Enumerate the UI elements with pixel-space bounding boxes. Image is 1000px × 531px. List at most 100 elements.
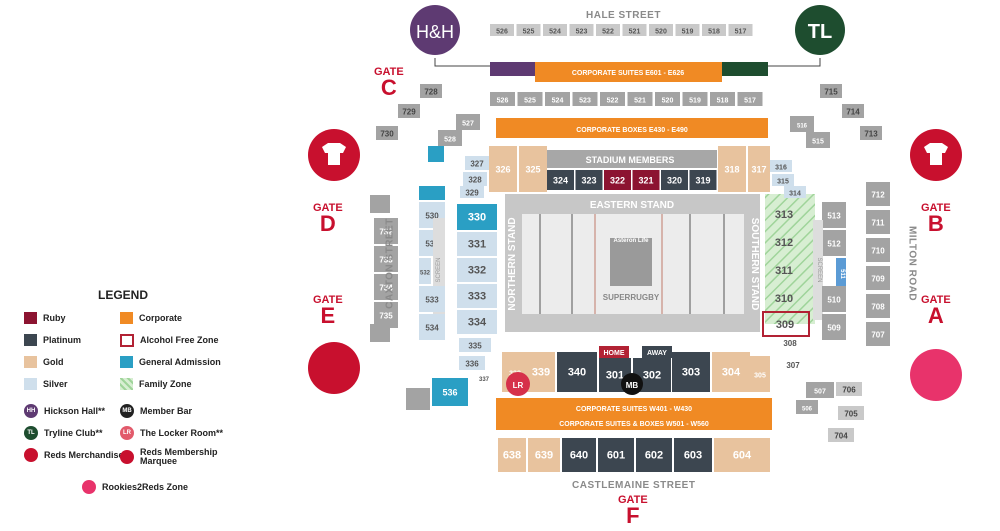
section-506[interactable]: [796, 400, 818, 414]
section-528[interactable]: [438, 130, 462, 146]
section-532[interactable]: [419, 258, 431, 284]
corporate-suites-bottom[interactable]: [496, 398, 772, 416]
section-511[interactable]: [836, 258, 846, 288]
section-327[interactable]: [465, 156, 489, 170]
super-rugby-logo[interactable]: [610, 238, 652, 286]
section-640[interactable]: [562, 438, 596, 472]
section-member-321[interactable]: [632, 170, 660, 190]
section-516[interactable]: [790, 116, 814, 132]
section-330[interactable]: [457, 204, 497, 230]
section-top-inner-519[interactable]: [682, 92, 708, 106]
section-top-inner-521[interactable]: [627, 92, 653, 106]
section-member-319[interactable]: [689, 170, 717, 190]
section-top-inner-517[interactable]: [737, 92, 763, 106]
section-339[interactable]: [527, 352, 555, 392]
section-335[interactable]: [459, 338, 491, 352]
section-member-324[interactable]: [547, 170, 574, 190]
section-blank-sw[interactable]: [370, 324, 390, 342]
section-728[interactable]: [420, 84, 442, 98]
section-711[interactable]: [866, 210, 890, 234]
section-334[interactable]: [457, 310, 497, 334]
rookies2reds-zone-icon[interactable]: [910, 349, 962, 401]
section-328[interactable]: [463, 172, 487, 186]
section-534[interactable]: [419, 314, 445, 340]
corporate-suites-boxes-bottom[interactable]: [496, 416, 772, 430]
section-730[interactable]: [376, 126, 398, 140]
section-638[interactable]: [498, 438, 526, 472]
section-707[interactable]: [866, 322, 890, 346]
section-top-inner-518[interactable]: [710, 92, 735, 106]
section-332[interactable]: [457, 258, 497, 282]
section-329[interactable]: [460, 186, 484, 198]
section-639[interactable]: [528, 438, 560, 472]
section-326[interactable]: [489, 146, 517, 192]
section-331[interactable]: [457, 232, 497, 256]
section-member-320[interactable]: [661, 170, 688, 190]
section-510[interactable]: [822, 286, 846, 312]
section-317[interactable]: [748, 146, 770, 192]
section-515[interactable]: [806, 132, 830, 148]
section-734[interactable]: [374, 274, 398, 300]
section-714[interactable]: [842, 104, 864, 118]
section-513[interactable]: [822, 202, 846, 228]
section-303[interactable]: [672, 352, 710, 392]
section-member-323[interactable]: [575, 170, 603, 190]
section-305[interactable]: [750, 356, 770, 392]
section-top-inner-525[interactable]: [517, 92, 543, 106]
section-336[interactable]: [459, 356, 485, 370]
section-729[interactable]: [398, 104, 420, 118]
section-603[interactable]: [674, 438, 712, 472]
section-top-outer-521[interactable]: [622, 24, 647, 36]
section-top-outer-524[interactable]: [543, 24, 567, 36]
section-top-outer-526[interactable]: [490, 24, 514, 36]
section-top-inner-520[interactable]: [655, 92, 680, 106]
corporate-boxes-top[interactable]: [496, 118, 768, 138]
section-top-inner-522[interactable]: [600, 92, 625, 106]
section-blank-sw2[interactable]: [406, 388, 430, 410]
section-713[interactable]: [860, 126, 882, 140]
section-top-outer-517[interactable]: [728, 24, 753, 36]
section-536[interactable]: [432, 378, 468, 406]
hickson-bar[interactable]: [490, 62, 535, 76]
section-top-outer-522[interactable]: [596, 24, 620, 36]
hickson-hall-icon[interactable]: [410, 5, 460, 55]
stadium-members[interactable]: [547, 150, 717, 168]
section-509[interactable]: [822, 314, 846, 340]
screen-south[interactable]: [813, 220, 823, 320]
family-zone[interactable]: [765, 194, 815, 324]
section-512[interactable]: [822, 230, 846, 256]
locker-room-icon[interactable]: [506, 372, 530, 396]
section-top-inner-526[interactable]: [490, 92, 515, 106]
section-709[interactable]: [866, 266, 890, 290]
ga-528[interactable]: [428, 146, 444, 162]
section-top-outer-523[interactable]: [569, 24, 594, 36]
section-527[interactable]: [456, 114, 480, 130]
section-601[interactable]: [598, 438, 634, 472]
home-badge[interactable]: [599, 346, 629, 358]
member-bar-icon[interactable]: [621, 373, 643, 395]
section-708[interactable]: [866, 294, 890, 318]
tryline-club-icon[interactable]: [795, 5, 845, 55]
section-706[interactable]: [836, 382, 862, 396]
section-732[interactable]: [374, 218, 398, 244]
reds-membership-marquee-icon[interactable]: [308, 342, 360, 394]
section-333[interactable]: [457, 284, 497, 308]
section-top-inner-524[interactable]: [545, 92, 570, 106]
section-318[interactable]: [718, 146, 746, 192]
section-top-outer-520[interactable]: [649, 24, 673, 36]
section-705[interactable]: [838, 406, 864, 420]
section-top-outer-525[interactable]: [516, 24, 541, 36]
section-733[interactable]: [374, 246, 398, 272]
section-710[interactable]: [866, 238, 890, 262]
tryline-bar[interactable]: [722, 62, 768, 76]
section-304[interactable]: [712, 352, 750, 392]
section-top-outer-519[interactable]: [675, 24, 700, 36]
alcohol-free-zone-309[interactable]: [762, 311, 810, 337]
section-top-outer-518[interactable]: [702, 24, 726, 36]
corporate-suites-top[interactable]: [535, 62, 722, 82]
